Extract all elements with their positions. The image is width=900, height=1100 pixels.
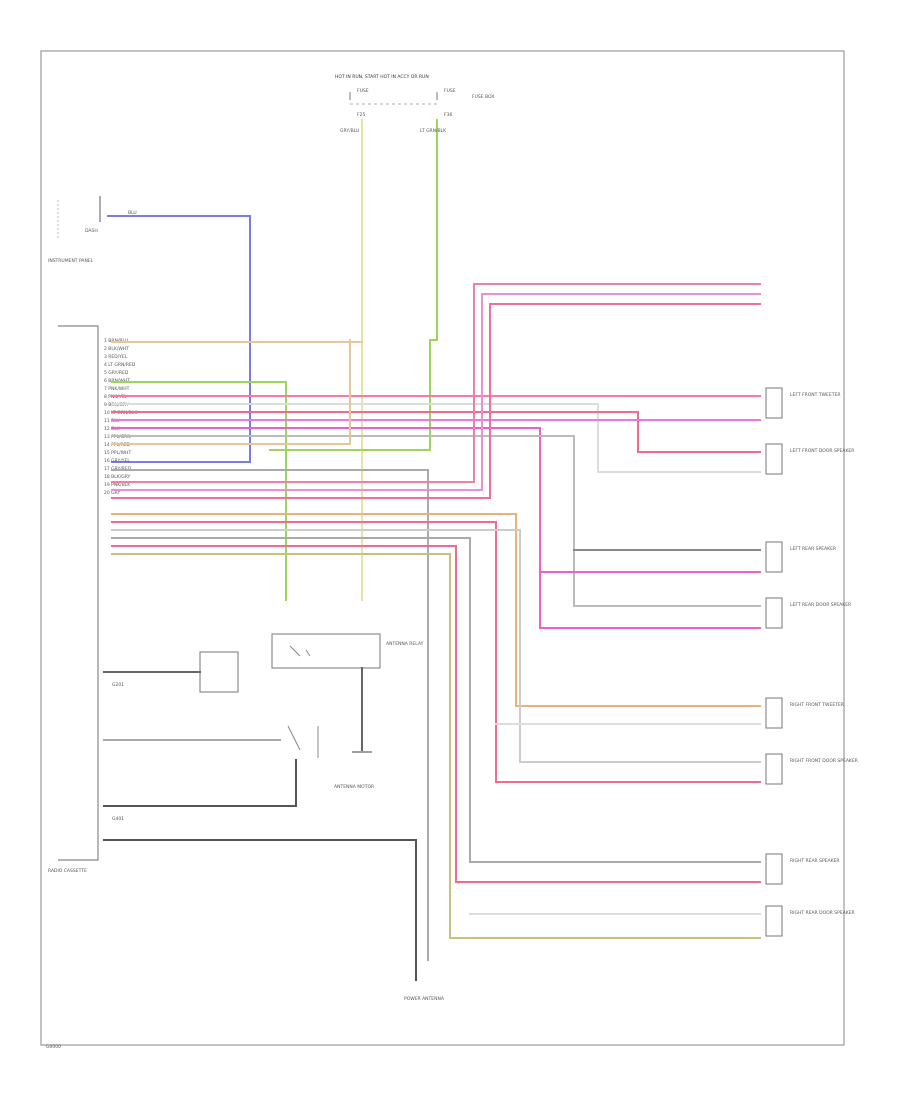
harness-wire-rf-2	[111, 521, 761, 783]
instrument-panel-label: INSTRUMENT PANEL	[48, 258, 94, 264]
speaker-icon	[765, 597, 783, 629]
radio-pin-label: 15 PPL/WHT	[104, 450, 131, 456]
radio-pin-label: 20 GRY	[104, 490, 120, 496]
speaker-label: RIGHT REAR SPEAKER	[790, 858, 840, 864]
radio-pin-label: 16 GRY/YEL	[104, 458, 130, 464]
diagram-frame	[40, 50, 845, 1046]
switch-contact-icon	[287, 725, 319, 758]
antenna-relay-box	[271, 633, 381, 669]
speaker-icon	[765, 541, 783, 573]
speaker-icon	[765, 387, 783, 419]
fuse-a-id: F25	[357, 112, 365, 118]
footer-code: G0000	[46, 1044, 61, 1050]
speaker-icon	[765, 697, 783, 729]
harness-wire-door-l1	[111, 411, 761, 453]
radio-label: RADIO CASSETTE	[48, 868, 87, 874]
switch-ground-wire	[103, 759, 297, 807]
fuse-block-note: FUSE BOX	[472, 94, 494, 100]
speaker-label: LEFT FRONT DOOR SPEAKER	[790, 448, 854, 454]
radio-pin-label: 3 RED/YEL	[104, 354, 128, 360]
harness-wire-purple-1	[111, 283, 761, 483]
harness-wire-rear-l2	[111, 435, 761, 607]
dash-fuse-wire	[107, 215, 251, 463]
radio-pin-label: 5 GRY/RED	[104, 370, 129, 376]
fuse-a-label: FUSE	[357, 88, 369, 94]
harness-wire-tweeter-l2	[111, 403, 761, 473]
speaker-icon	[765, 443, 783, 475]
harness-wire-purple-3	[111, 303, 761, 499]
speaker-label: RIGHT FRONT TWEETER	[790, 702, 844, 708]
harness-wire-rf-1	[111, 513, 761, 707]
harness-wire-rr-3	[111, 553, 761, 939]
fuse-b-id: F36	[444, 112, 452, 118]
radio-connector-outline	[58, 325, 99, 861]
radio-pin-label: 7 PNK/WHT	[104, 386, 130, 392]
harness-wire-ign	[111, 339, 351, 445]
speaker-label: RIGHT FRONT DOOR SPEAKER	[790, 758, 858, 764]
speaker-icon	[765, 853, 783, 885]
fuse-b-wire	[269, 119, 438, 451]
speaker-label: LEFT FRONT TWEETER	[790, 392, 840, 398]
antenna-relay-label: ANTENNA RELAY	[386, 641, 424, 647]
antenna-relay-switch-icon	[289, 645, 311, 657]
harness-wire-power-ant	[111, 469, 429, 961]
ground-b-label: G401	[112, 816, 124, 822]
radio-pin-label: 18 BLK/GRY	[104, 474, 131, 480]
dash-wire-tag: BLU	[128, 210, 137, 216]
radio-pin-label: 4 LT GRN/RED	[104, 362, 136, 368]
fuse-block-title: HOT IN RUN, START HOT IN ACCY OR RUN	[335, 74, 429, 80]
power-antenna-label: POWER ANTENNA	[404, 996, 445, 1002]
speaker-label: RIGHT REAR DOOR SPEAKER	[790, 910, 855, 916]
harness-wire-antenna	[111, 381, 287, 601]
harness-wire-rr-2	[111, 545, 761, 883]
dash-fuse-label: DASH	[85, 228, 98, 234]
harness-wire-purple-2	[111, 293, 761, 491]
radio-pin-label: 19 PNK/BLK	[104, 482, 131, 488]
harness-wire-rf-3	[111, 529, 761, 763]
fuse-a-wire-tag: GRY/BLU	[340, 128, 359, 134]
radio-ground-box	[199, 651, 239, 693]
harness-wire-rear-l1	[111, 427, 761, 629]
speaker-label: LEFT REAR SPEAKER	[790, 546, 836, 552]
speaker-icon	[765, 905, 783, 937]
fuse-b-label: FUSE	[444, 88, 456, 94]
speaker-group: LEFT FRONT TWEETER LEFT FRONT DOOR SPEAKE…	[765, 387, 858, 937]
harness-wire-rr-1	[111, 537, 761, 863]
antenna-motor-label: ANTENNA MOTOR	[334, 784, 374, 790]
ground-a-label: G201	[112, 682, 124, 688]
fuse-b-wire-tag: LT GRN/BLK	[420, 128, 447, 134]
power-antenna-wire	[103, 839, 417, 981]
speaker-icon	[765, 753, 783, 785]
radio-pin-label: 2 BLK/WHT	[104, 346, 129, 352]
speaker-label: LEFT REAR DOOR SPEAKER	[790, 602, 851, 608]
